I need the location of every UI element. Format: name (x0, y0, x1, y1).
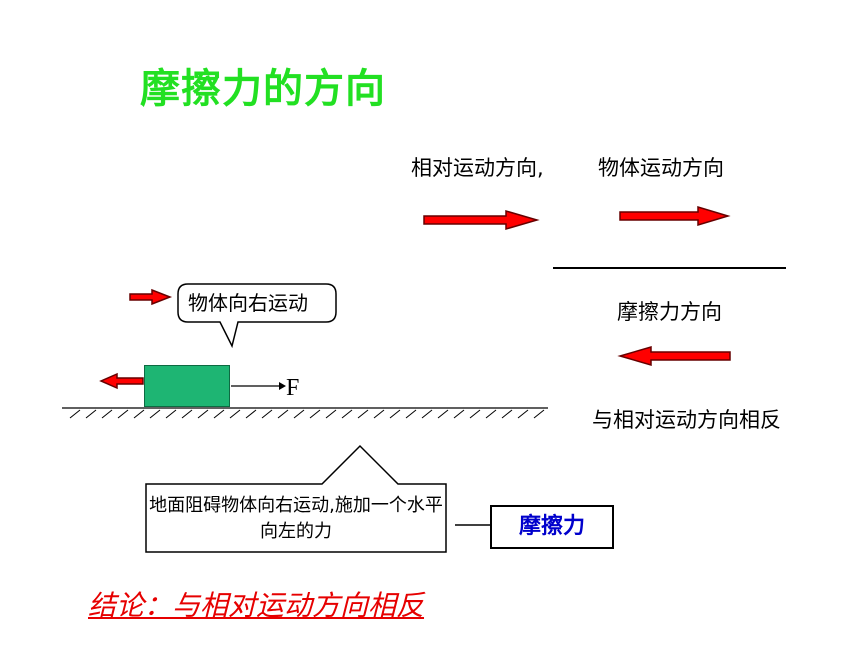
friction-direction-arrow (617, 346, 731, 366)
object-motion-label: 物体运动方向 (598, 156, 724, 180)
conclusion-text: 结论：与相对运动方向相反 (88, 589, 425, 622)
force-label: F (286, 375, 300, 401)
page-title: 摩擦力的方向 (140, 66, 386, 112)
friction-arrow-on-block (99, 372, 144, 390)
callout-ground-resists-text: 地面阻碍物体向右运动,施加一个水平向左的力 (149, 495, 443, 542)
ground-hatching (69, 409, 545, 419)
friction-term-box: 摩擦力 (490, 505, 614, 549)
object-motion-arrow (619, 205, 731, 227)
opposite-direction-label: 与相对运动方向相反 (592, 408, 781, 432)
motion-indicator-arrow (129, 288, 173, 306)
callout-moving-right (177, 283, 337, 349)
callout-moving-right-text: 物体向右运动 (188, 291, 308, 315)
force-arrowhead (279, 382, 286, 390)
relative-motion-arrow (423, 210, 540, 230)
moving-block (144, 365, 230, 407)
callout-ground-resists (145, 444, 447, 553)
friction-direction-label: 摩擦力方向 (617, 300, 722, 324)
relative-motion-label: 相对运动方向, (411, 156, 544, 180)
